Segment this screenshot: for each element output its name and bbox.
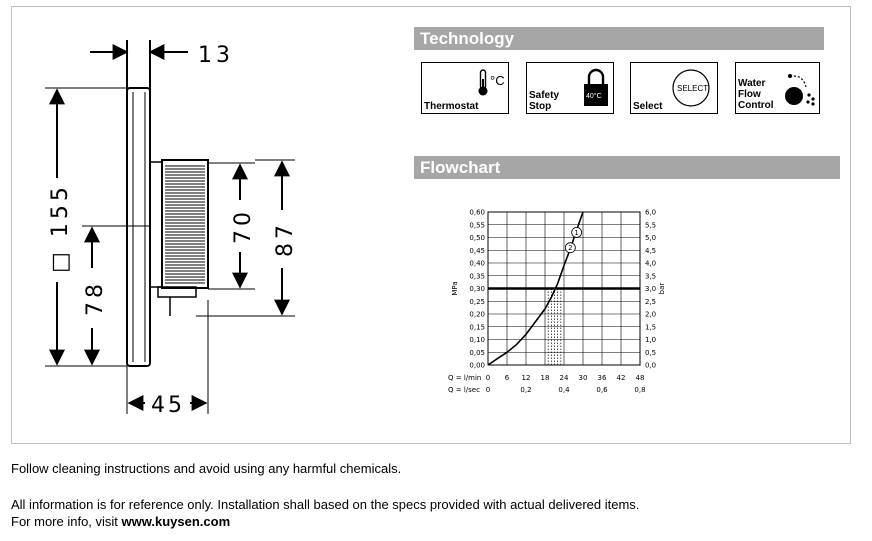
dimension-45 (126, 300, 209, 414)
y-tick-right: 1,5 (645, 323, 656, 331)
technical-drawing: 13 □ 155 78 70 87 (45, 40, 298, 418)
y-tick-left: 0,00 (469, 362, 485, 370)
dimension-155 (45, 87, 127, 367)
y-tick-right: 6,0 (645, 209, 656, 217)
y-tick-left: 0,45 (469, 247, 485, 255)
x-tick-row1: 42 (617, 374, 626, 382)
dimension-155-label: □ 155 (48, 183, 73, 273)
curve-marker-label: 2 (568, 244, 572, 252)
footer-disclaimer: All information is for reference only. I… (11, 497, 640, 512)
y-tick-right: 2,0 (645, 311, 656, 319)
valve-body (149, 159, 209, 316)
water-flow-label: Water Flow Control (738, 78, 774, 111)
y-tick-left: 0,60 (469, 209, 485, 217)
website-link[interactable]: www.kuysen.com (121, 514, 231, 529)
padlock-icon (584, 68, 608, 106)
y-tick-left: 0,20 (469, 311, 485, 319)
select-button-icon (672, 69, 710, 107)
tech-safety-stop: 40°C Safety Stop (526, 62, 614, 114)
x-tick-row2: 0 (486, 386, 490, 394)
dimension-45-label: 45 (151, 393, 185, 418)
curve-marker (571, 227, 583, 238)
y-tick-left: 0,40 (469, 260, 485, 268)
y-axis-label-right: bar (658, 283, 666, 295)
dimension-87-label: 87 (273, 221, 298, 257)
dimension-13-label: 13 (198, 43, 234, 68)
dimension-70-label: 70 (231, 208, 256, 244)
x-tick-row1: 6 (505, 374, 510, 382)
x-tick-row2: 0,4 (558, 386, 570, 394)
dimension-87 (196, 159, 295, 317)
select-label: Select (633, 101, 663, 112)
y-tick-left: 0,25 (469, 298, 485, 306)
tech-water-flow-control: Water Flow Control (735, 62, 820, 114)
y-tick-right: 3,5 (645, 272, 656, 280)
x-tick-row1: 12 (522, 374, 531, 382)
curve-marker-label: 1 (574, 229, 578, 237)
y-tick-right: 5,0 (645, 234, 656, 242)
footer-cleaning-note: Follow cleaning instructions and avoid u… (11, 461, 402, 476)
flowchart-header: Flowchart (414, 156, 840, 179)
knurl-ribs (165, 165, 205, 284)
y-tick-right: 0,5 (645, 349, 656, 357)
y-axis-label-left: MPa (451, 281, 459, 295)
x-tick-row2: 0,2 (520, 386, 531, 394)
y-tick-left: 0,55 (469, 221, 485, 229)
thermometer-icon (478, 69, 488, 96)
dimension-78-label: 78 (83, 280, 108, 316)
y-tick-left: 0,15 (469, 323, 485, 331)
x-tick-row1: 30 (579, 374, 588, 382)
x-tick-row2: 0,8 (634, 386, 645, 394)
x-tick-row1: 0 (486, 374, 490, 382)
y-tick-right: 3,0 (645, 285, 656, 293)
y-tick-right: 4,5 (645, 247, 656, 255)
water-flow-icon (785, 74, 815, 106)
x-tick-row1: 48 (636, 374, 645, 382)
x-tick-row2: 0,6 (596, 386, 608, 394)
x-tick-row1: 18 (541, 374, 550, 382)
y-tick-right: 2,5 (645, 298, 656, 306)
tech-thermostat: °C Thermostat (421, 62, 509, 114)
y-tick-left: 0,30 (469, 285, 485, 293)
curve-marker (564, 242, 576, 254)
dimension-70 (208, 162, 255, 290)
cover-plate (126, 87, 151, 367)
y-tick-left: 0,10 (469, 336, 485, 344)
y-tick-left: 0,50 (469, 234, 485, 242)
x-row2-label: Q = l/sec (448, 386, 480, 394)
thermostat-unit: °C (490, 73, 505, 88)
y-tick-left: 0,35 (469, 272, 485, 280)
y-tick-right: 1,0 (645, 336, 656, 344)
y-tick-right: 0,0 (645, 362, 656, 370)
thermostat-label: Thermostat (424, 101, 479, 112)
footer-more-info: For more info, visit www.kuysen.com (11, 514, 230, 530)
safety-stop-label: Safety Stop (529, 90, 560, 112)
y-tick-left: 0,05 (469, 349, 485, 357)
x-tick-row1: 24 (560, 374, 569, 382)
dimension-78 (82, 225, 150, 366)
x-row1-label: Q = l/min (448, 374, 481, 382)
y-tick-right: 4,0 (645, 260, 656, 268)
footer-more-info-prefix: For more info, visit (11, 514, 122, 529)
dimension-13 (90, 40, 188, 90)
select-button-text: SELECT (677, 84, 709, 93)
x-tick-row1: 36 (598, 374, 607, 382)
technology-header: Technology (414, 27, 824, 50)
tech-select: SELECT Select (630, 62, 718, 114)
y-tick-right: 5,5 (645, 221, 656, 229)
safety-temp: 40°C (586, 93, 602, 100)
